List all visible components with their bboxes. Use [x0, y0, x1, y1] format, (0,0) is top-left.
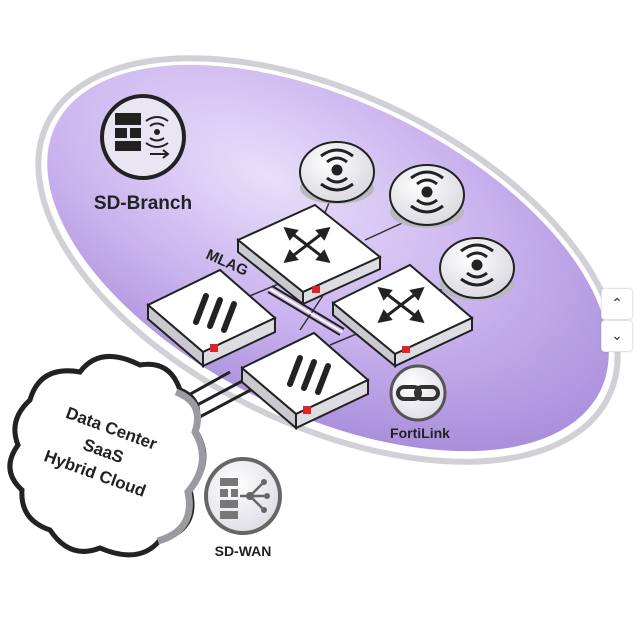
wifi-icon [460, 243, 494, 287]
access-point-3 [439, 237, 515, 301]
chevron-down-icon: ⌄ [611, 328, 623, 344]
fortilink-icon [389, 364, 447, 422]
fortigate-1 [146, 268, 277, 369]
fortigate-2 [240, 331, 370, 431]
mlag-link [267, 285, 345, 336]
sd-branch-icon [100, 94, 186, 180]
switch-arrows-icon [377, 286, 425, 324]
brand-logo-icon [210, 344, 218, 352]
wifi-icon [410, 170, 444, 214]
sd-wan-label: SD-WAN [215, 543, 272, 559]
cloud-shape [7, 354, 207, 558]
brand-logo-icon [312, 286, 320, 293]
switch-arrows-icon [283, 226, 331, 264]
chevron-up-icon: ⌃ [611, 296, 623, 312]
sd-branch-label: SD-Branch [94, 193, 192, 214]
access-point-1 [299, 141, 375, 204]
scroll-down-button[interactable]: ⌄ [601, 320, 633, 352]
wifi-icon [320, 148, 354, 192]
firewall-bars-icon [193, 293, 237, 333]
fortilink-label: FortiLink [390, 425, 450, 441]
access-point-2 [389, 164, 465, 228]
fortiswitch-1 [236, 203, 382, 307]
sd-wan-icon [204, 457, 282, 535]
scroll-up-button[interactable]: ⌃ [601, 288, 633, 320]
brand-logo-icon [402, 346, 410, 353]
fortiswitch-2 [331, 263, 474, 369]
firewall-bars-icon [287, 355, 331, 395]
brand-logo-icon [303, 406, 311, 414]
